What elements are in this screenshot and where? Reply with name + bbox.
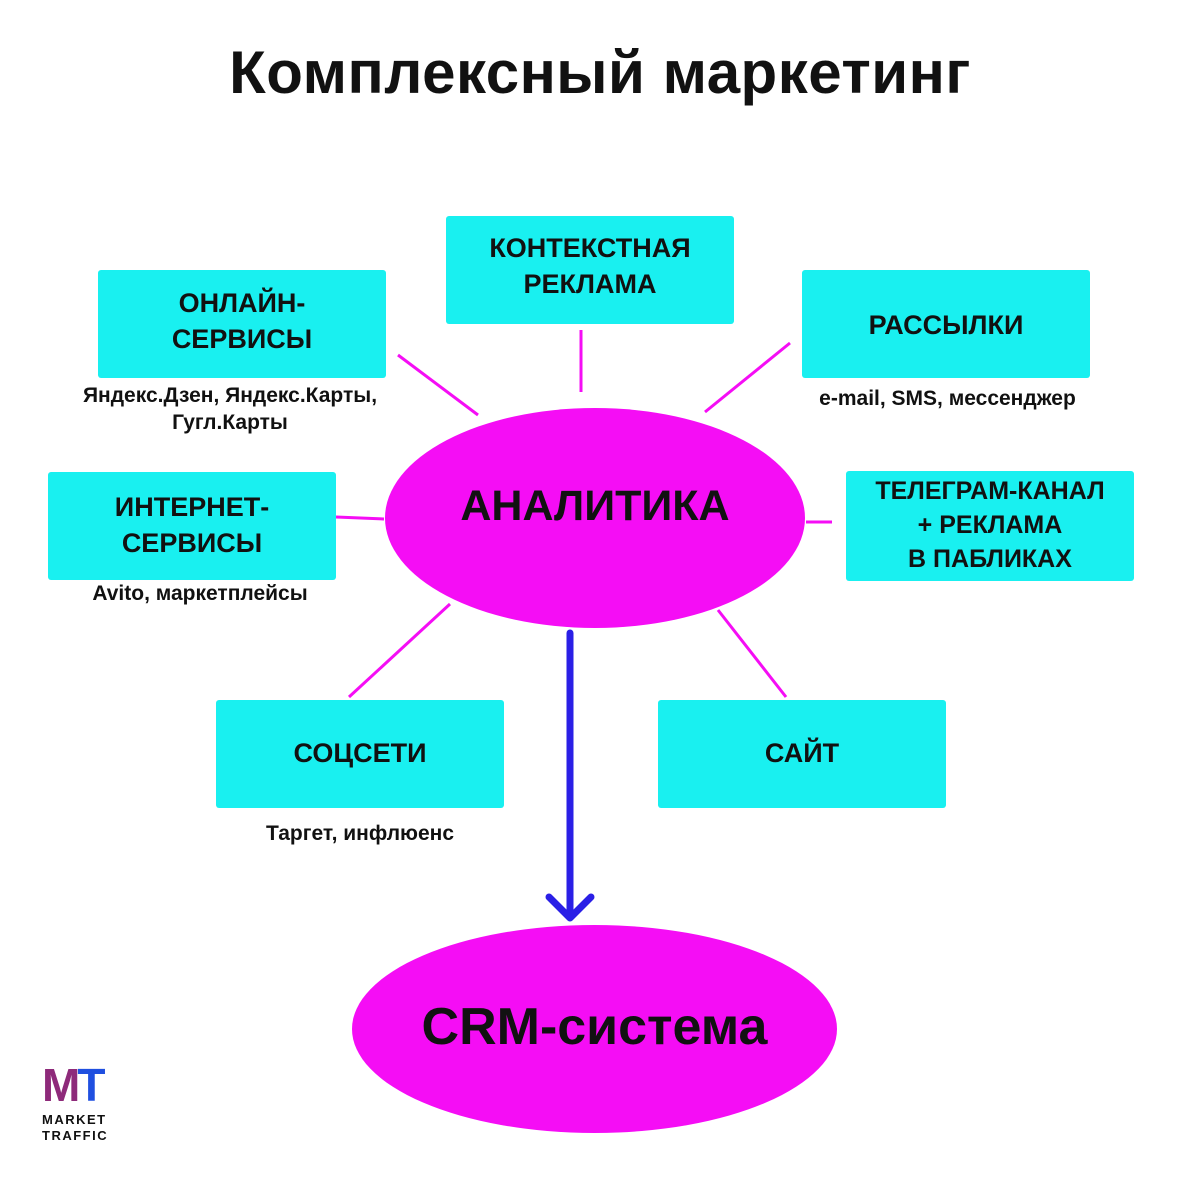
crm-ellipse: CRM-система — [352, 925, 837, 1133]
center-label: АНАЛИТИКА — [460, 481, 730, 530]
node-online-services-label: ОНЛАЙН- СЕРВИСЫ — [171, 288, 313, 354]
node-internet-services-label: ИНТЕРНЕТ- СЕРВИСЫ — [114, 492, 270, 558]
node-social-label: СОЦСЕТИ — [293, 738, 427, 769]
connector-site — [716, 609, 788, 698]
node-mailings-label: РАССЫЛКИ — [868, 310, 1024, 341]
flow-arrow-to-crm — [545, 629, 595, 922]
node-context-ads-label: КОНТЕКСТНАЯ РЕКЛАМА — [489, 233, 691, 299]
center-ellipse: АНАЛИТИКА — [385, 408, 805, 628]
connector-online-services — [397, 353, 479, 417]
connector-mailings — [704, 341, 791, 414]
node-online-services-note: Яндекс.Дзен, Яндекс.Карты, Гугл.Карты — [82, 384, 378, 435]
node-online-services: ОНЛАЙН- СЕРВИСЫ — [98, 270, 386, 378]
node-telegram-label: ТЕЛЕГРАМ-КАНАЛ + РЕКЛАМА В ПАБЛИКАХ — [875, 477, 1105, 573]
page-title: Комплексный маркетинг — [229, 39, 971, 106]
node-context-ads: КОНТЕКСТНАЯ РЕКЛАМА — [446, 216, 734, 324]
crm-label: CRM-система — [421, 998, 768, 1056]
node-internet-services-note: Avito, маркетплейсы — [92, 582, 308, 605]
connector-internet-services — [335, 515, 385, 521]
logo-mark-t: T — [77, 1059, 105, 1111]
logo-mark: MT — [42, 1062, 108, 1108]
logo-mark-m: M — [42, 1059, 80, 1111]
node-telegram: ТЕЛЕГРАМ-КАНАЛ + РЕКЛАМА В ПАБЛИКАХ — [846, 471, 1134, 581]
brand-logo: MT MARKET TRAFFIC — [42, 1062, 108, 1145]
node-mailings: РАССЫЛКИ — [802, 270, 1090, 378]
node-social: СОЦСЕТИ — [216, 700, 504, 808]
node-social-note: Таргет, инфлюенс — [265, 822, 455, 845]
logo-text: MARKET TRAFFIC — [42, 1112, 109, 1144]
node-site-label: САЙТ — [764, 738, 840, 769]
node-internet-services: ИНТЕРНЕТ- СЕРВИСЫ — [48, 472, 336, 580]
connector-social — [347, 602, 452, 699]
node-mailings-note: e-mail, SMS, мессенджер — [819, 387, 1076, 410]
node-site: САЙТ — [658, 700, 946, 808]
